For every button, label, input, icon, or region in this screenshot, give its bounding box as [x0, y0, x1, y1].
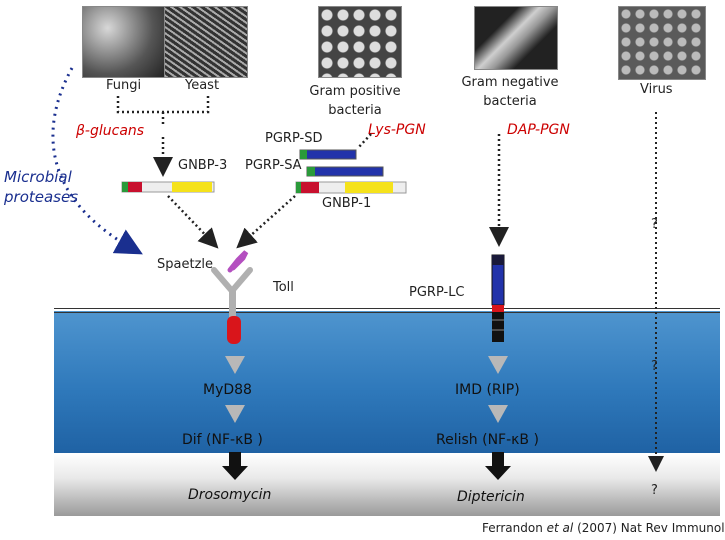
gnbp3-label: GNBP-3	[178, 158, 228, 173]
toll-label: Toll	[273, 280, 294, 295]
membrane-line-inner	[54, 312, 720, 313]
unknown-effector-mark: ?	[651, 483, 658, 498]
pgrp-sa-label: PGRP-SA	[245, 158, 302, 173]
gram-negative-label: Gram negative bacteria	[461, 75, 559, 109]
fungi-micrograph	[82, 6, 166, 78]
gram-negative-micrograph	[474, 6, 558, 70]
imd-label: IMD (RIP)	[455, 382, 520, 398]
relish-to-diptericin-arrow	[485, 452, 511, 480]
dap-pgn-label: DAP-PGN	[507, 122, 570, 138]
toll-down-arrow	[225, 356, 245, 374]
citation: Ferrandon et al (2007) Nat Rev Immunol	[482, 521, 725, 535]
pgrp-sd-protein	[299, 149, 357, 160]
yeast-label: Yeast	[185, 78, 220, 93]
relish-label: Relish (NF-κB )	[436, 432, 539, 448]
beta-glucans-label: β-glucans	[76, 123, 145, 139]
microbial-proteases-label: Microbial proteases	[4, 168, 79, 206]
myd88-down-arrow	[225, 405, 245, 423]
gnbp3-protein	[121, 181, 215, 193]
gnbp1-label: GNBP-1	[322, 196, 372, 211]
gnbp1-protein	[295, 181, 407, 194]
pgrp-lc-receptor	[491, 254, 505, 342]
myd88-label: MyD88	[203, 382, 252, 398]
nucleus-band	[54, 453, 720, 516]
diptericin-label: Diptericin	[457, 489, 525, 505]
gnbp1-to-spaetzle-arrow	[236, 195, 296, 249]
virus-label: Virus	[640, 82, 673, 97]
citation-rest: (2007) Nat Rev Immunol	[577, 521, 725, 535]
beta-glucan-connector	[116, 96, 210, 177]
pgrp-lc-label: PGRP-LC	[409, 285, 465, 300]
spaetzle-label: Spaetzle	[157, 257, 213, 272]
gnbp3-to-spaetzle-arrow	[167, 195, 219, 249]
spaetzle-shape	[227, 250, 249, 273]
gram-positive-micrograph	[318, 6, 402, 78]
cytoplasm-band	[54, 311, 720, 453]
unknown-adaptor-mark: ?	[651, 359, 658, 374]
gram-positive-label: Gram positive bacteria	[309, 84, 401, 118]
imd-down-arrow	[488, 356, 508, 374]
relish-up-arrow	[488, 405, 508, 423]
drosomycin-label: Drosomycin	[188, 487, 272, 503]
yeast-micrograph	[164, 6, 248, 78]
lys-pgn-arrow	[357, 133, 372, 149]
citation-etal: et al	[546, 521, 574, 535]
unknown-receptor-mark: ?	[651, 217, 658, 232]
fungi-label: Fungi	[106, 78, 142, 93]
pgrp-sd-label: PGRP-SD	[265, 131, 323, 146]
citation-authors: Ferrandon	[482, 521, 543, 535]
membrane-line-outer	[54, 308, 720, 309]
dif-label: Dif (NF-κB )	[182, 432, 263, 448]
toll-receptor	[211, 267, 253, 344]
protease-arrow	[51, 67, 143, 255]
virus-micrograph	[618, 6, 706, 80]
dif-to-drosomycin-arrow	[222, 452, 248, 480]
lys-pgn-label: Lys-PGN	[368, 122, 426, 138]
pgrp-sa-protein	[306, 166, 384, 177]
